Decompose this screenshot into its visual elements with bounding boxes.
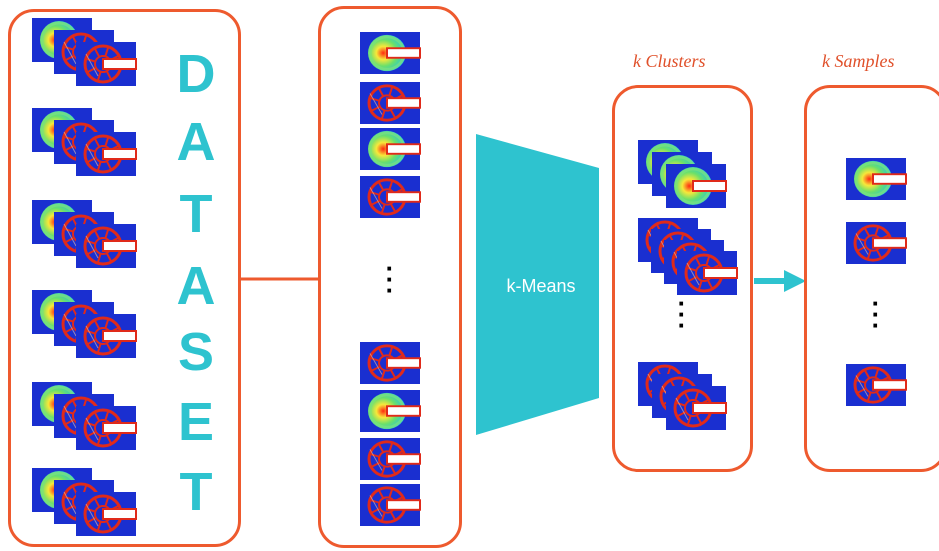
wheel-truss-structure-icon: [360, 484, 421, 526]
samples-panel: [804, 85, 939, 472]
wheel-truss-structure-icon: [76, 492, 137, 536]
stress-field-heatmap-icon: [360, 128, 421, 170]
kmeans-label: k-Means: [506, 276, 576, 296]
stress-field-heatmap-icon: [846, 158, 907, 200]
wheel-truss-structure-icon: [76, 224, 137, 268]
wheel-truss-structure-icon: [360, 176, 421, 218]
wheel-truss-structure-icon: [677, 251, 738, 295]
clusters-label: k Clusters: [633, 51, 706, 71]
wheel-truss-structure-icon: [76, 406, 137, 450]
dataset-letter-t: T: [179, 184, 213, 244]
dataset-letter-d: D: [176, 44, 216, 104]
wheel-truss-structure-icon: [360, 438, 421, 480]
vertical-ellipsis-icon: ···: [871, 288, 881, 340]
vertical-ellipsis-icon: ···: [677, 288, 687, 340]
wheel-truss-structure-icon: [846, 222, 907, 264]
stress-field-heatmap-icon: [360, 390, 421, 432]
sample-list-panel: [318, 6, 462, 548]
dataset-letter-a-2: A: [176, 256, 216, 316]
clusters-panel: [612, 85, 753, 472]
stress-field-heatmap-icon: [666, 164, 727, 208]
dataset-letter-t-2: T: [179, 462, 213, 522]
wheel-truss-structure-icon: [76, 42, 137, 86]
wheel-truss-structure-icon: [846, 364, 907, 406]
dataset-letter-s: S: [177, 322, 215, 382]
wheel-truss-structure-icon: [360, 342, 421, 384]
dataset-panel: [8, 9, 241, 547]
vertical-ellipsis-icon: ···: [385, 253, 395, 305]
wheel-truss-structure-icon: [76, 314, 137, 358]
stress-field-heatmap-icon: [360, 32, 421, 74]
wheel-truss-structure-icon: [76, 132, 137, 176]
dataset-letter-a: A: [176, 112, 216, 172]
wheel-truss-structure-icon: [360, 82, 421, 124]
samples-label: k Samples: [822, 51, 895, 71]
wheel-truss-structure-icon: [666, 386, 727, 430]
dataset-letter-e: E: [177, 392, 215, 452]
